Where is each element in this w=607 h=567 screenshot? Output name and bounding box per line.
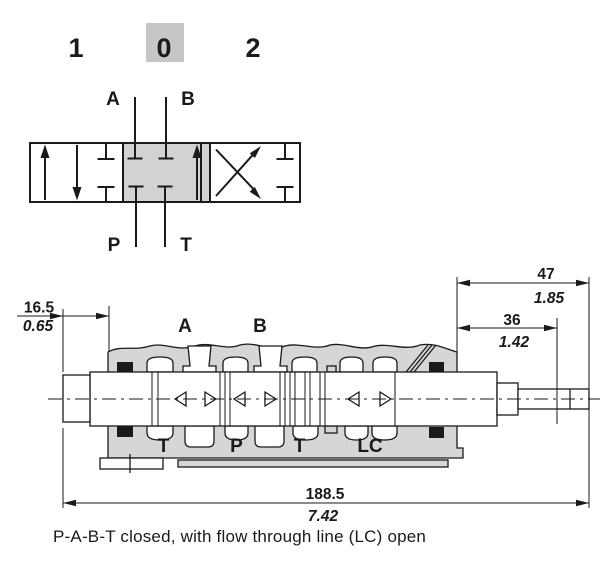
position-label-1: 1 [68, 33, 83, 63]
position-1-cell [40, 144, 115, 201]
section-port-lc-label: LC [357, 436, 383, 457]
bottom-plate [177, 459, 449, 468]
symbol-port-b-label: B [181, 89, 195, 110]
port-a-neck [182, 345, 217, 373]
figure-caption: P-A-B-T closed, with flow through line (… [53, 527, 427, 546]
symbol-port-p-label: P [108, 235, 121, 256]
dim-16_5-mm: 16.5 [24, 300, 55, 317]
lc-flow-arrow-icon [192, 144, 202, 158]
bore-tab-top [326, 365, 337, 373]
dim-16_5-in: 0.65 [23, 318, 54, 335]
position-label-0: 0 [156, 33, 171, 63]
section-port-p-label: P [230, 436, 243, 457]
dim-36-in: 1.42 [499, 334, 530, 351]
dim-188_5-in: 7.42 [308, 508, 339, 525]
section-port-b-label: B [253, 316, 267, 337]
dimension-lines [17, 277, 590, 508]
section-port-t2-label: T [294, 436, 306, 457]
dim-36-mm: 36 [503, 312, 521, 329]
cross-arrow-up-icon [249, 146, 261, 158]
symbol-port-t-label: T [180, 235, 192, 256]
port-cavities-top [146, 356, 398, 373]
bore-tab-bottom [324, 425, 338, 434]
port-cavities-bottom [146, 425, 398, 448]
symbol-port-a-label: A [106, 89, 120, 110]
down-arrow-icon [72, 187, 82, 201]
up-arrow-icon [40, 144, 50, 158]
section-port-labels: A B T P T LC [158, 316, 383, 457]
spool-seals [117, 362, 444, 438]
neutral-position-chip [146, 23, 184, 62]
retainer-hatch [405, 344, 437, 373]
dimension-labels: 16.5 0.65 47 1.85 36 1.42 188.5 7.42 [23, 266, 565, 525]
valve-symbol-diagram: 1 0 2 A B P T [29, 23, 301, 256]
dim-188_5-mm: 188.5 [306, 486, 345, 503]
section-port-t1-label: T [158, 436, 170, 457]
symbol-envelope [29, 142, 301, 203]
mounting-foot [99, 457, 164, 470]
position-0-cell [127, 144, 202, 200]
cross-section-diagram: 16.5 0.65 47 1.85 36 1.42 188.5 7.42 A B… [17, 266, 600, 525]
position-2-cell [215, 144, 294, 201]
symbol-port-lines [134, 97, 167, 247]
cross-arrow-down-icon [249, 187, 261, 199]
dim-47-in: 1.85 [534, 290, 565, 307]
dim-47-mm: 47 [537, 266, 554, 283]
port-b-neck [253, 345, 288, 373]
section-port-a-label: A [178, 316, 192, 337]
position-label-2: 2 [245, 33, 260, 63]
